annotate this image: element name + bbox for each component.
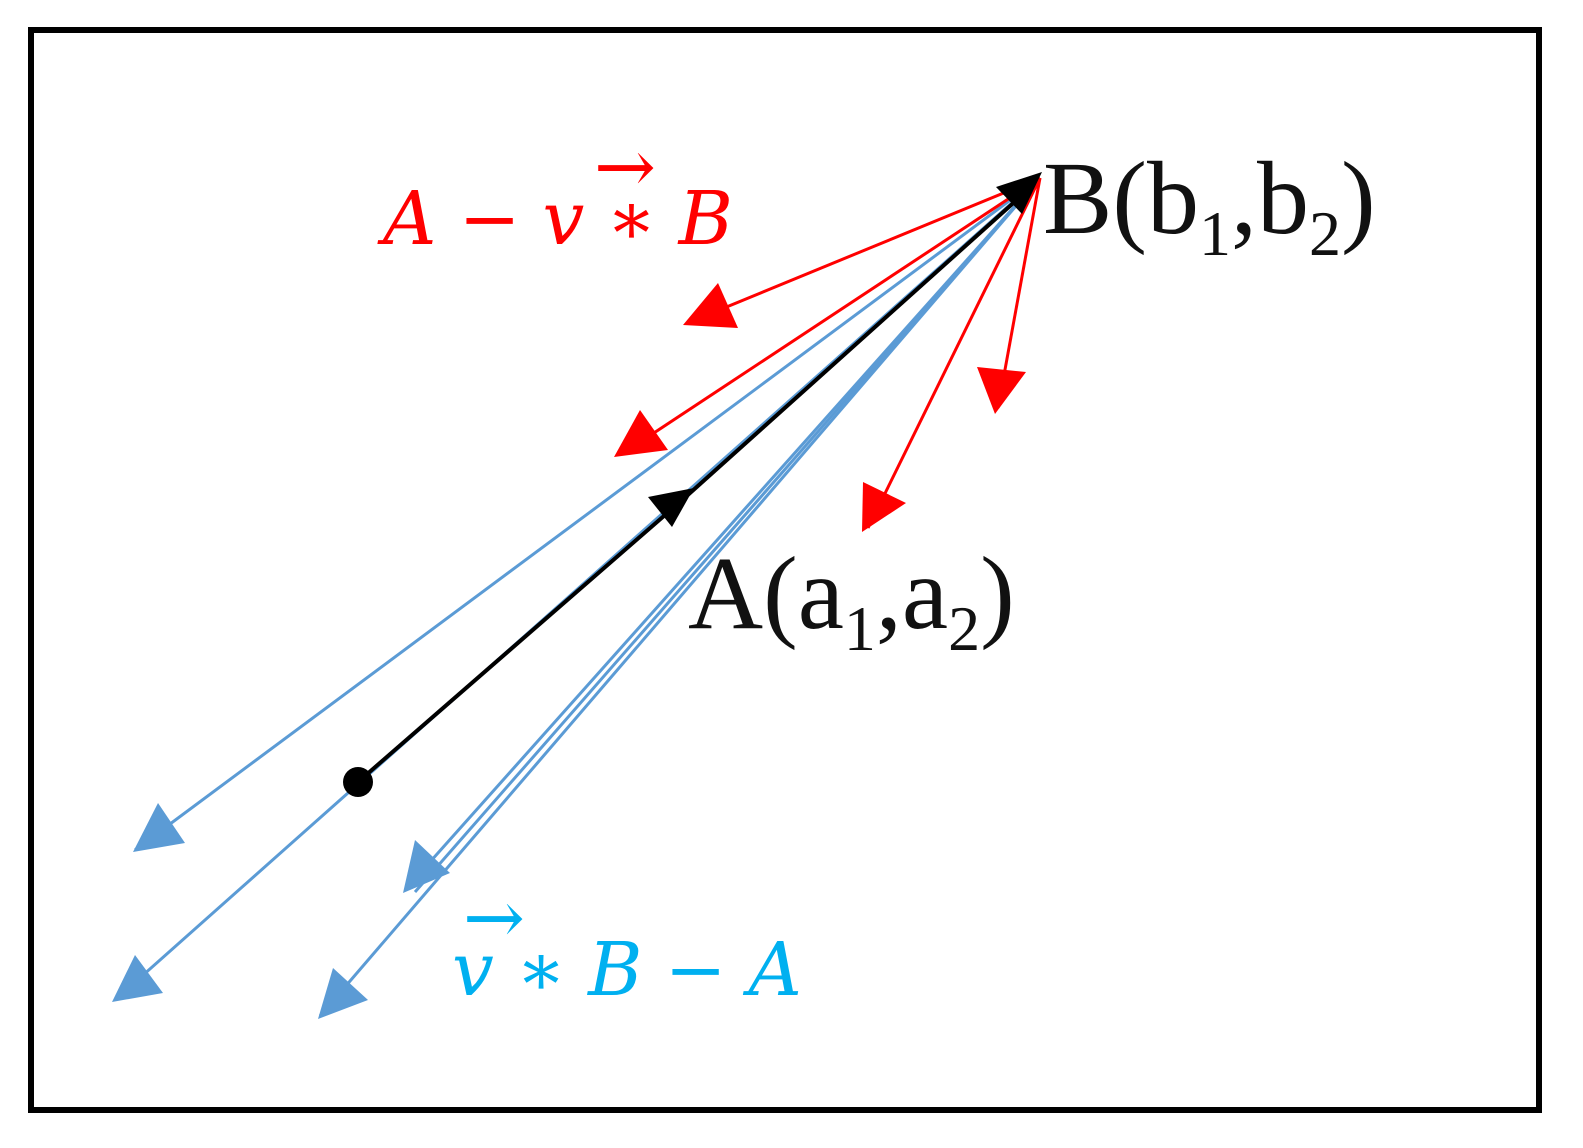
blue-arrowhead-2 bbox=[112, 955, 163, 1002]
blue-expression: v∗B−A → bbox=[452, 875, 802, 1013]
red-expression-text: A−v∗B bbox=[377, 176, 733, 262]
red-vector-2 bbox=[624, 176, 1041, 454]
red-vector-arrow-mark: → bbox=[594, 124, 656, 210]
black-vector-segment-2 bbox=[678, 186, 1032, 504]
point-b-label: B(b1,b2) bbox=[1043, 141, 1376, 269]
blue-expression-text: v∗B−A bbox=[452, 927, 802, 1013]
red-arrowhead-3 bbox=[977, 367, 1026, 414]
red-expression: A−v∗B → bbox=[377, 124, 733, 262]
black-arrowhead-2 bbox=[996, 172, 1042, 214]
black-vector bbox=[343, 172, 1042, 797]
red-vector-4 bbox=[866, 177, 1042, 529]
black-vector-segment-1 bbox=[356, 500, 682, 784]
red-arrowheads bbox=[614, 283, 1026, 532]
blue-vector-arrow-mark: → bbox=[463, 875, 525, 961]
red-arrowhead-2 bbox=[614, 410, 668, 457]
blue-arrowhead-4 bbox=[318, 968, 368, 1019]
red-vector-3 bbox=[996, 177, 1042, 409]
point-a-label: A(a1,a2) bbox=[688, 536, 1015, 664]
blue-arrowhead-1 bbox=[133, 803, 185, 852]
origin-dot bbox=[343, 767, 373, 797]
red-arrowhead-4 bbox=[862, 482, 906, 532]
blue-arrowhead-3 bbox=[403, 840, 450, 893]
blue-vector-1 bbox=[134, 176, 1041, 852]
red-vector-1 bbox=[689, 176, 1041, 324]
diagram-frame bbox=[28, 27, 1542, 1113]
red-vectors bbox=[624, 176, 1042, 529]
blue-arrowheads bbox=[112, 803, 450, 1019]
red-arrowhead-1 bbox=[683, 283, 738, 328]
